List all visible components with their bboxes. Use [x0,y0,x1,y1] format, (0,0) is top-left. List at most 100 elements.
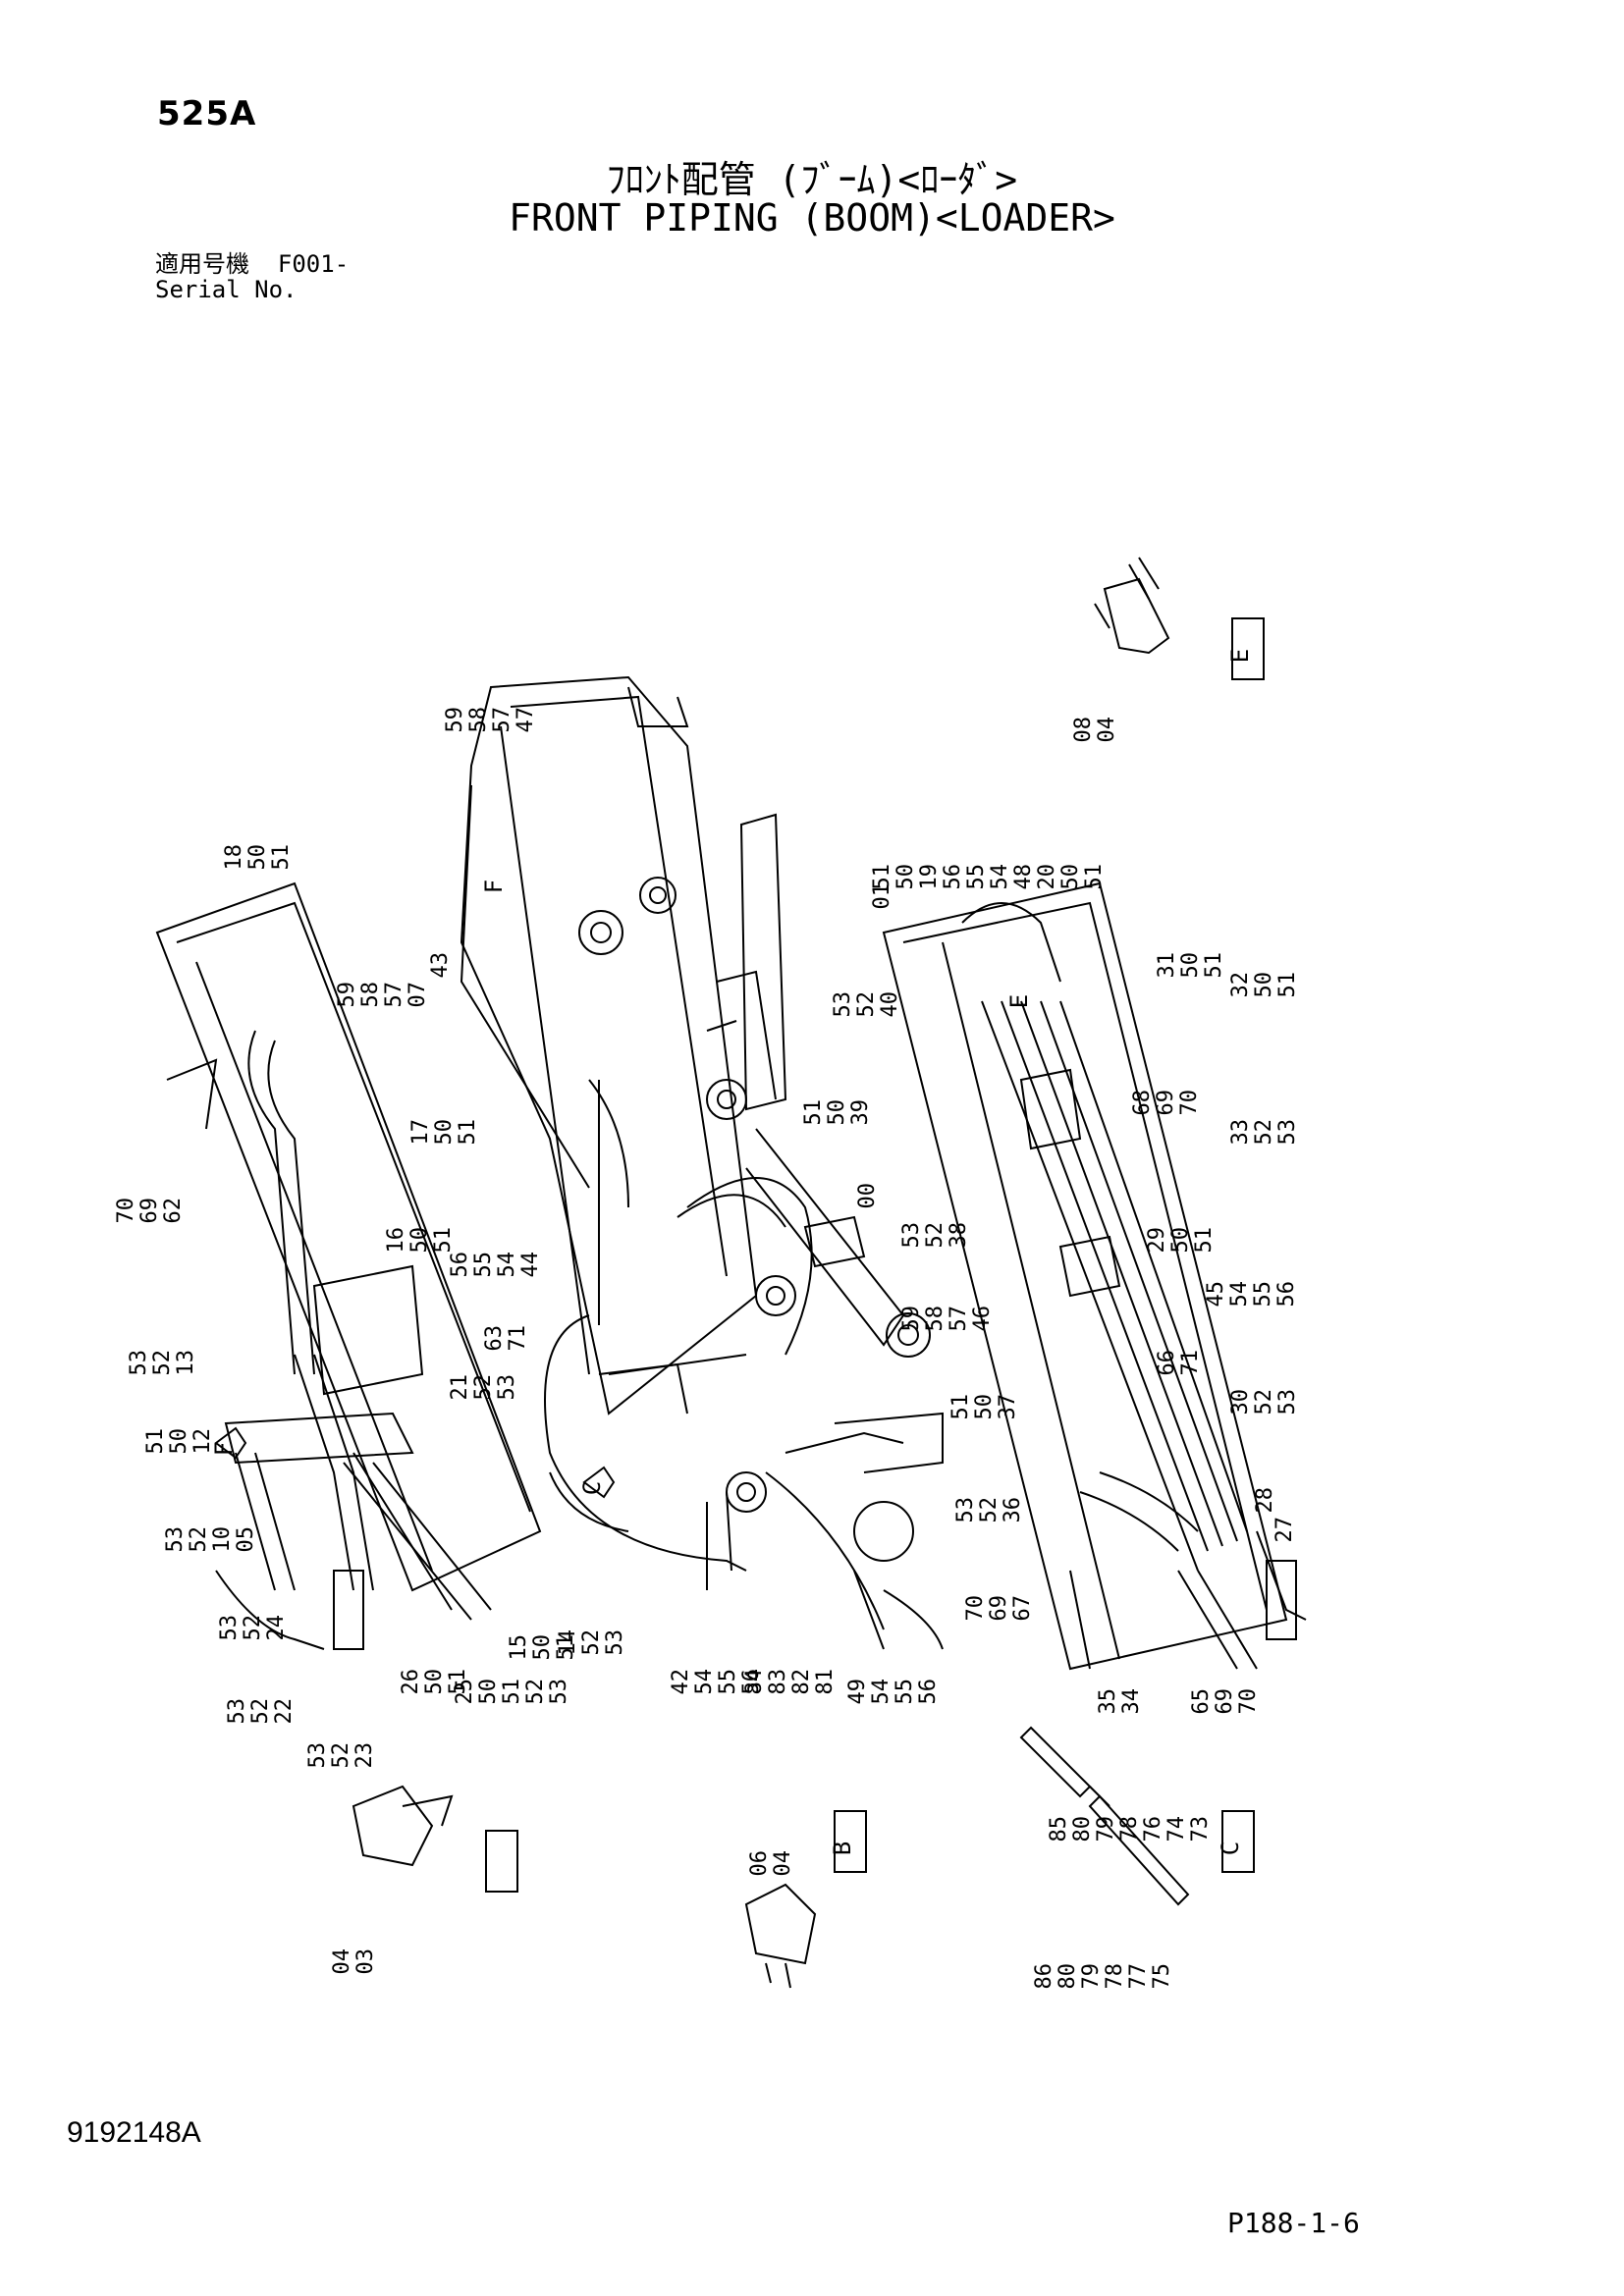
part-number: 25 [453,1679,477,1705]
part-number: 53 [831,991,855,1018]
part-number: 86 [1032,1963,1056,1990]
part-number: 74 [1164,1816,1189,1842]
part-number: 56 [739,1669,764,1695]
part-number: 50 [407,1227,432,1254]
part-number: 39 [848,1099,873,1126]
part-number: 55 [893,1679,917,1705]
part-number: 16 [384,1227,408,1254]
part-number: 50 [422,1669,447,1695]
part-number: 51 [431,1227,456,1254]
part-number: 59 [335,982,359,1008]
part-number: 45 [1204,1281,1228,1308]
part-number: 46 [970,1306,995,1332]
part-number: 44 [518,1252,543,1278]
part-number: 56 [1274,1281,1299,1308]
page-code: P188-1-6 [1227,2207,1360,2239]
part-number: 54 [1227,1281,1252,1308]
part-number: 59 [443,707,467,733]
callout-group-right-28: 28 [1253,1487,1277,1514]
part-number: 51 [446,1669,470,1695]
part-number: 20 [1035,864,1059,890]
view-arrow-label-f: F [210,1442,238,1456]
part-number: 59 [899,1306,924,1332]
part-number: 52 [579,1629,604,1656]
part-number: 53 [163,1526,188,1553]
part-number: 78 [1117,1816,1142,1842]
view-label-e: E [1226,649,1254,663]
serial-label-ja: 適用号機 [155,250,249,278]
part-number: 54 [692,1669,717,1695]
part-number: 80 [1070,1816,1095,1842]
part-number: 51 [143,1428,168,1455]
part-number: 54 [495,1252,519,1278]
part-number: 29 [1145,1227,1169,1254]
part-number: 52 [854,991,879,1018]
part-number: 76 [1141,1816,1165,1842]
part-number: 83 [766,1669,790,1695]
part-number: 57 [490,707,514,733]
view-arrow-label-e: E [1005,994,1033,1008]
part-number: 51 [1275,972,1300,998]
part-number: 77 [1126,1963,1151,1990]
part-number: 26 [399,1669,423,1695]
serial-block: 適用号機 F001- Serial No. [155,251,349,302]
part-number: 84 [742,1669,767,1695]
part-number: 50 [1058,864,1083,890]
callout-group-right-27: 27 [1272,1517,1297,1543]
part-number: 55 [716,1669,740,1695]
part-number: 56 [941,864,965,890]
part-number: 22 [272,1698,297,1725]
part-number: 50 [245,844,270,871]
part-number: 80 [1056,1963,1080,1990]
part-number: 49 [845,1679,870,1705]
part-number: 54 [869,1679,893,1705]
part-number: 52 [923,1222,947,1249]
part-number: 48 [1011,864,1036,890]
part-number: 53 [217,1615,242,1641]
part-number: 69 [1213,1688,1237,1715]
part-number: 58 [923,1306,947,1332]
part-number: 30 [1228,1389,1253,1415]
detail-view-e [1094,557,1265,680]
part-number: 50 [432,1119,457,1146]
title-english: FRONT PIPING (BOOM)<LOADER> [509,196,1115,240]
part-number: 51 [269,844,294,871]
part-number: 24 [264,1615,289,1641]
part-number: 58 [358,982,383,1008]
serial-label-en: Serial No. [155,276,298,303]
document-code: 9192148A [67,2116,201,2149]
part-number: 73 [1188,1816,1213,1842]
part-number: 51 [456,1119,480,1146]
part-number: 55 [964,864,989,890]
part-number: 27 [1272,1517,1297,1543]
part-number: 62 [161,1198,186,1224]
part-number: 53 [1275,1389,1300,1415]
part-number: 53 [305,1742,330,1769]
part-number: 23 [352,1742,377,1769]
part-number: 53 [547,1679,571,1705]
part-number: 66 [1155,1350,1179,1376]
right-boom-section [882,881,1307,1671]
part-number: 69 [1154,1090,1178,1116]
part-number: 00 [855,1183,880,1209]
part-number: 43 [428,952,453,979]
